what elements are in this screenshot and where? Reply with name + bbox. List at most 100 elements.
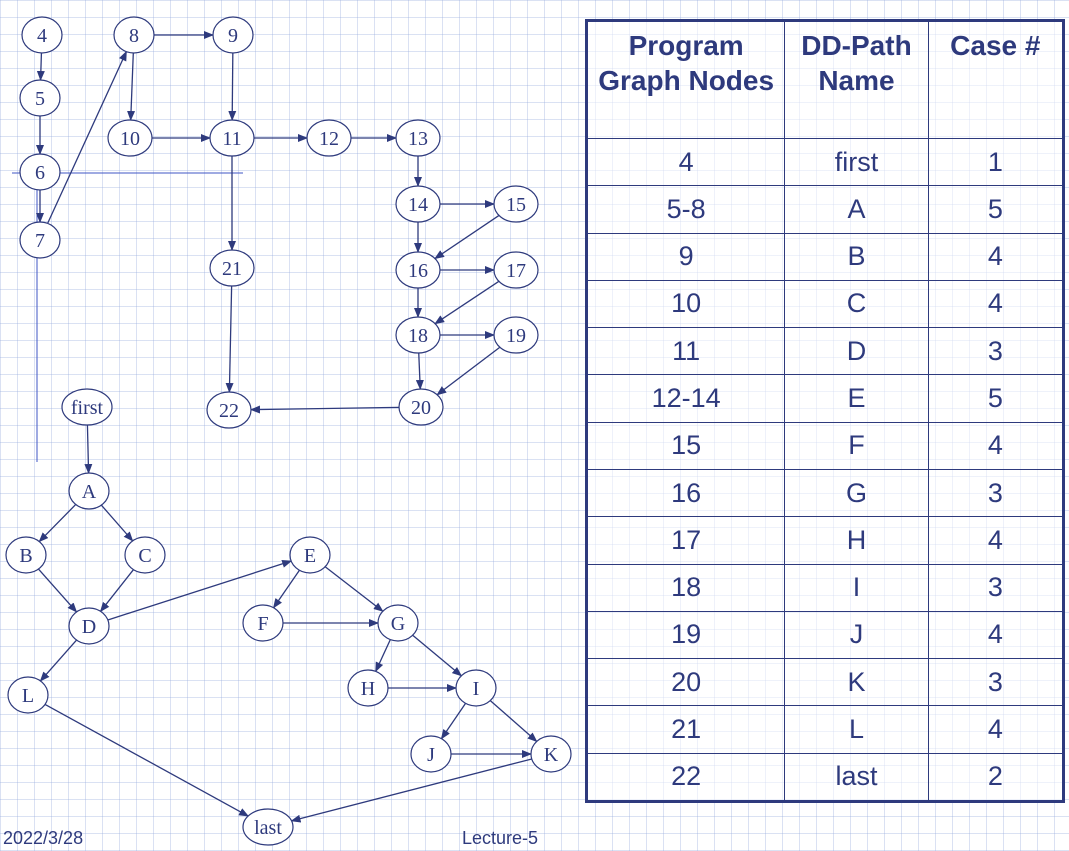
header-dd-path-name: DD-Path Name [784, 20, 929, 139]
node-ellipse [377, 604, 419, 642]
node-label: 16 [408, 260, 428, 282]
node-ellipse [493, 316, 539, 354]
cell-program-graph-nodes: 10 [585, 279, 786, 329]
node-ellipse [455, 669, 497, 707]
edge-a-to-c [100, 504, 134, 542]
footer-date: 2022/3/28 [3, 828, 84, 848]
graph-node-4: 4 [21, 16, 63, 54]
graph-node-6: 6 [19, 153, 61, 191]
node-ellipse [347, 669, 389, 707]
cell-case-number: 3 [927, 327, 1065, 376]
node-label: L [22, 685, 34, 707]
graph-node-e: E [289, 536, 331, 574]
cell-case-number: 3 [927, 658, 1065, 707]
node-label: G [391, 613, 405, 635]
edge-first-to-a [84, 424, 93, 475]
cell-case-number: 3 [927, 563, 1065, 612]
node-ellipse [306, 119, 352, 157]
cell-dd-path-name: B [784, 232, 929, 281]
edge-l-to-last [44, 703, 250, 817]
node-label: 14 [408, 194, 428, 216]
edge-4-to-5 [36, 52, 45, 82]
graph-node-18: 18 [395, 316, 441, 354]
cell-dd-path-name: D [784, 327, 929, 376]
cell-dd-path-name: I [784, 563, 929, 612]
node-label: 4 [37, 25, 47, 47]
cell-program-graph-nodes: 19 [585, 610, 786, 660]
edge-c-to-d [99, 569, 134, 613]
graph-node-14: 14 [395, 185, 441, 223]
node-label: 19 [506, 325, 526, 347]
node-ellipse [209, 249, 255, 287]
node-ellipse [395, 316, 441, 354]
graph-node-16: 16 [395, 251, 441, 289]
header-case-number: Case # [927, 20, 1065, 139]
node-ellipse [212, 16, 254, 54]
cell-dd-path-name: K [784, 658, 929, 707]
node-label: D [82, 616, 96, 638]
edge-7-to-8 [47, 50, 127, 224]
node-label: F [257, 613, 268, 635]
edge-15-to-16 [434, 214, 500, 260]
node-ellipse [19, 79, 61, 117]
node-ellipse [242, 604, 284, 642]
cell-dd-path-name: E [784, 374, 929, 423]
cell-dd-path-name: C [784, 279, 929, 329]
cell-case-number: 4 [927, 610, 1065, 660]
cell-dd-path-name: first [784, 137, 929, 187]
graph-node-20: 20 [398, 388, 444, 426]
graph-node-h: H [347, 669, 389, 707]
node-label: 22 [219, 400, 239, 422]
graph-node-g: G [377, 604, 419, 642]
edge-19-to-20 [436, 346, 501, 396]
graph-node-19: 19 [493, 316, 539, 354]
cell-dd-path-name: G [784, 468, 929, 518]
cell-program-graph-nodes: 12-14 [585, 374, 786, 423]
edge-21-to-22 [225, 285, 234, 394]
node-ellipse [68, 472, 110, 510]
cell-program-graph-nodes: 22 [585, 752, 786, 803]
graph-node-k: K [530, 735, 572, 773]
node-label: E [304, 545, 316, 567]
graph-node-13: 13 [395, 119, 441, 157]
node-ellipse [21, 16, 63, 54]
edge-9-to-11 [228, 52, 237, 122]
cell-case-number: 2 [927, 752, 1065, 803]
cell-program-graph-nodes: 20 [585, 658, 786, 707]
graph-node-d: D [68, 607, 110, 645]
node-label: 13 [408, 128, 428, 150]
node-label: 9 [228, 25, 238, 47]
graph-node-15: 15 [493, 185, 539, 223]
node-label: 15 [506, 194, 526, 216]
node-ellipse [410, 735, 452, 773]
cell-program-graph-nodes: 4 [585, 137, 786, 187]
cell-program-graph-nodes: 21 [585, 705, 786, 754]
graph-node-22: 22 [206, 391, 252, 429]
graph-node-first: first [61, 388, 113, 426]
graph-node-c: C [124, 536, 166, 574]
cell-program-graph-nodes: 15 [585, 421, 786, 470]
node-ellipse [124, 536, 166, 574]
graph-node-j: J [410, 735, 452, 773]
node-ellipse [19, 221, 61, 259]
node-label: J [427, 744, 435, 766]
cell-dd-path-name: F [784, 421, 929, 470]
edge-i-to-j [440, 702, 467, 740]
node-ellipse [493, 251, 539, 289]
cell-program-graph-nodes: 5-8 [585, 185, 786, 234]
cell-case-number: 4 [927, 279, 1065, 329]
edge-8-to-10 [127, 52, 136, 122]
node-label: first [71, 397, 104, 419]
graph-node-10: 10 [107, 119, 153, 157]
edge-d-to-e [107, 559, 293, 621]
node-label: 18 [408, 325, 428, 347]
graph-node-f: F [242, 604, 284, 642]
node-ellipse [19, 153, 61, 191]
